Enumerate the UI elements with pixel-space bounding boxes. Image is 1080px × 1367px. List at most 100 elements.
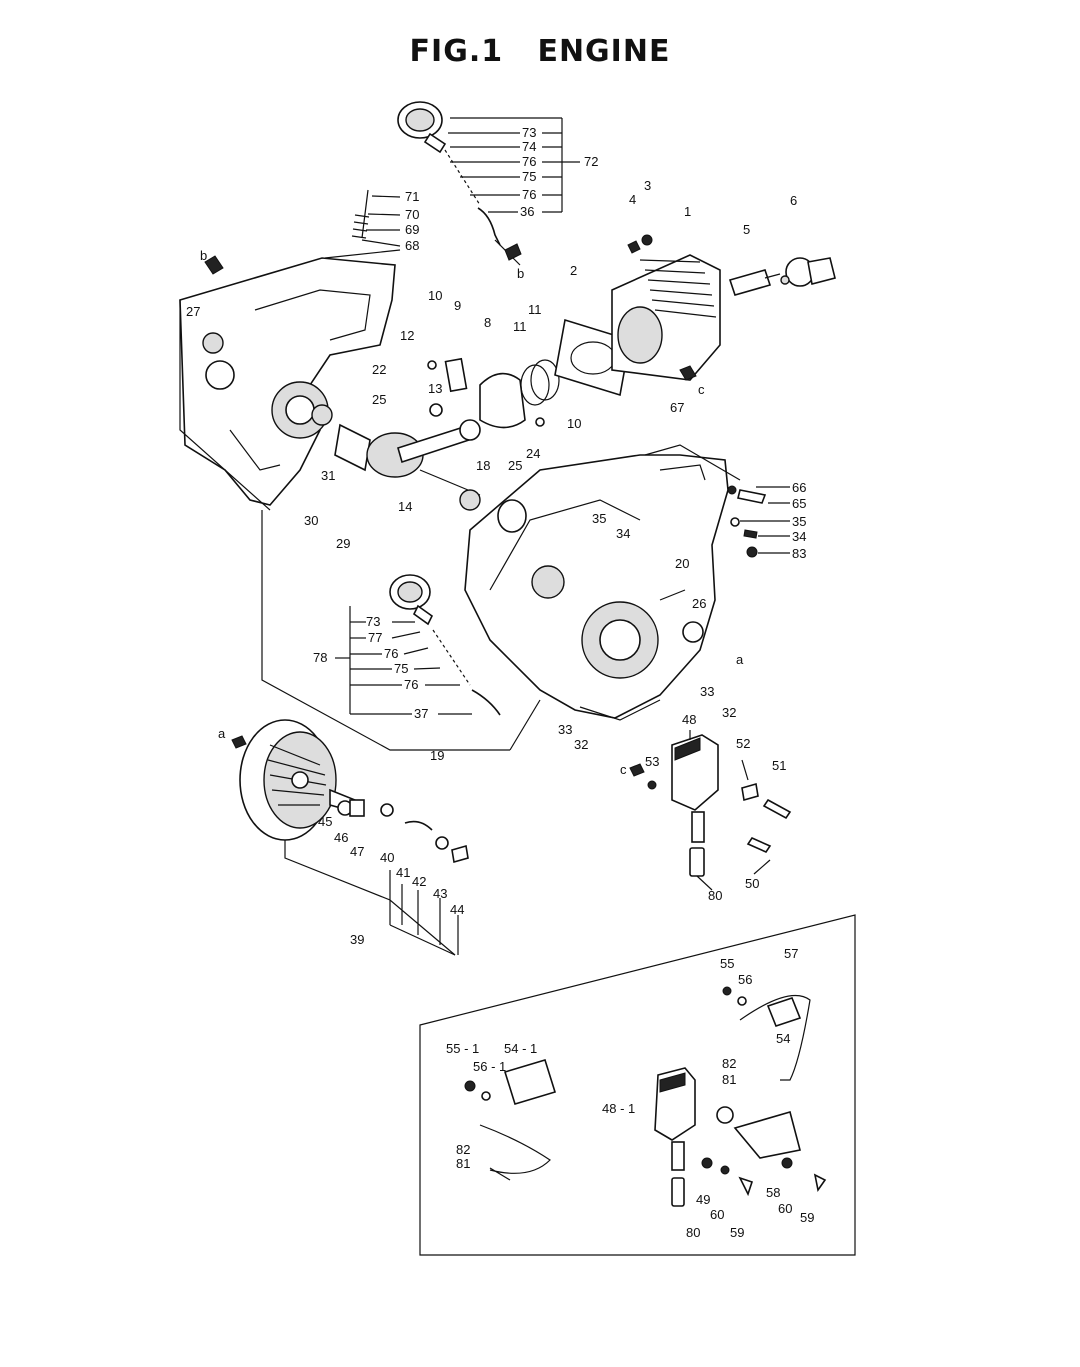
part-label: 5	[743, 222, 750, 237]
part-label: 11	[513, 319, 527, 334]
part-label: 29	[336, 536, 350, 551]
flywheel-assembly	[231, 719, 469, 864]
connector-letter: a	[218, 726, 226, 741]
part-label: 82	[456, 1142, 470, 1157]
part-label: 51	[772, 758, 786, 773]
part-label: 33	[700, 684, 714, 699]
part-label: 59	[730, 1225, 744, 1240]
flywheel-callout-lines	[284, 840, 459, 956]
part-label: 78	[313, 650, 327, 665]
part-label: 81	[456, 1156, 470, 1171]
part-label: 69	[405, 222, 419, 237]
part-label: 74	[522, 139, 536, 154]
part-label: 60	[778, 1201, 792, 1216]
alternate-ignition-panel	[419, 914, 856, 1256]
part-label: 48 - 1	[602, 1101, 635, 1116]
part-label: 80	[708, 888, 722, 903]
part-label: 76	[404, 677, 418, 692]
part-label: 46	[334, 830, 348, 845]
part-label: 53	[645, 754, 659, 769]
part-label: 75	[394, 661, 408, 676]
connector-letter: a	[736, 652, 744, 667]
part-label: 10	[428, 288, 442, 303]
connector-letter: b	[200, 248, 207, 263]
part-label: 77	[368, 630, 382, 645]
part-label: 20	[675, 556, 689, 571]
part-label: 50	[745, 876, 759, 891]
part-label: 52	[736, 736, 750, 751]
part-label: 73	[522, 125, 536, 140]
part-label: 37	[414, 706, 428, 721]
part-label: 13	[428, 381, 442, 396]
part-label: 14	[398, 499, 412, 514]
part-label: 11	[528, 302, 542, 317]
part-label: 36	[520, 204, 534, 219]
part-label: 67	[670, 400, 684, 415]
part-label: 8	[484, 315, 491, 330]
part-label: 54	[776, 1031, 790, 1046]
part-label: 9	[454, 298, 461, 313]
connector-letter-labels: b b c c a a	[200, 248, 744, 777]
part-label: 1	[684, 204, 691, 219]
part-label: 80	[686, 1225, 700, 1240]
connector-letter: c	[620, 762, 627, 777]
part-label: 6	[790, 193, 797, 208]
part-label: 60	[710, 1207, 724, 1222]
part-label: 43	[433, 886, 447, 901]
part-label: 45	[318, 814, 332, 829]
part-label: 10	[567, 416, 581, 431]
part-label: 25	[508, 458, 522, 473]
part-label: 76	[384, 646, 398, 661]
part-label: 56	[738, 972, 752, 987]
part-label: 47	[350, 844, 364, 859]
right-fasteners	[727, 485, 790, 558]
part-label: 2	[570, 263, 577, 278]
part-label: 55 - 1	[446, 1041, 479, 1056]
part-label: 66	[792, 480, 806, 495]
part-label: 3	[644, 178, 651, 193]
part-label: 49	[696, 1192, 710, 1207]
part-label: 72	[584, 154, 598, 169]
part-label: 35	[592, 511, 606, 526]
handle-top-assembly	[397, 101, 522, 266]
part-label: 55	[720, 956, 734, 971]
piston-assembly	[427, 357, 560, 429]
part-label: 70	[405, 207, 419, 222]
part-label: 76	[522, 154, 536, 169]
part-label: 32	[722, 705, 736, 720]
part-label: 4	[629, 192, 636, 207]
part-label: 33	[558, 722, 572, 737]
spark-plug-cap	[780, 257, 836, 287]
cylinder	[611, 234, 721, 381]
part-label: 65	[792, 496, 806, 511]
part-label: 19	[430, 748, 444, 763]
part-label: 32	[574, 737, 588, 752]
part-label: 82	[722, 1056, 736, 1071]
spring-stack	[351, 189, 401, 247]
part-label: 22	[372, 362, 386, 377]
part-label: 26	[692, 596, 706, 611]
handle-top-callout-lines	[448, 117, 580, 213]
part-label: 34	[616, 526, 630, 541]
part-label: 30	[304, 513, 318, 528]
part-label: 31	[321, 468, 335, 483]
part-label: 57	[784, 946, 798, 961]
crankcase-left-half	[179, 255, 396, 506]
figure-title: FIG.1 ENGINE	[0, 34, 1080, 69]
part-label: 12	[400, 328, 414, 343]
part-label: 73	[366, 614, 380, 629]
part-label: 68	[405, 238, 419, 253]
part-label: 41	[396, 865, 410, 880]
part-label: 25	[372, 392, 386, 407]
part-label: 42	[412, 874, 426, 889]
part-label: 56 - 1	[473, 1059, 506, 1074]
part-label: 24	[526, 446, 540, 461]
part-label: 59	[800, 1210, 814, 1225]
ignition-coil	[629, 730, 792, 891]
crankcase-right-half	[464, 454, 729, 719]
spark-plug	[728, 269, 781, 296]
part-number-labels: 73 74 76 75 76 36 72 71 70 69 68 3 4 1 6…	[186, 125, 814, 1240]
part-label: 76	[522, 187, 536, 202]
part-label: 75	[522, 169, 536, 184]
